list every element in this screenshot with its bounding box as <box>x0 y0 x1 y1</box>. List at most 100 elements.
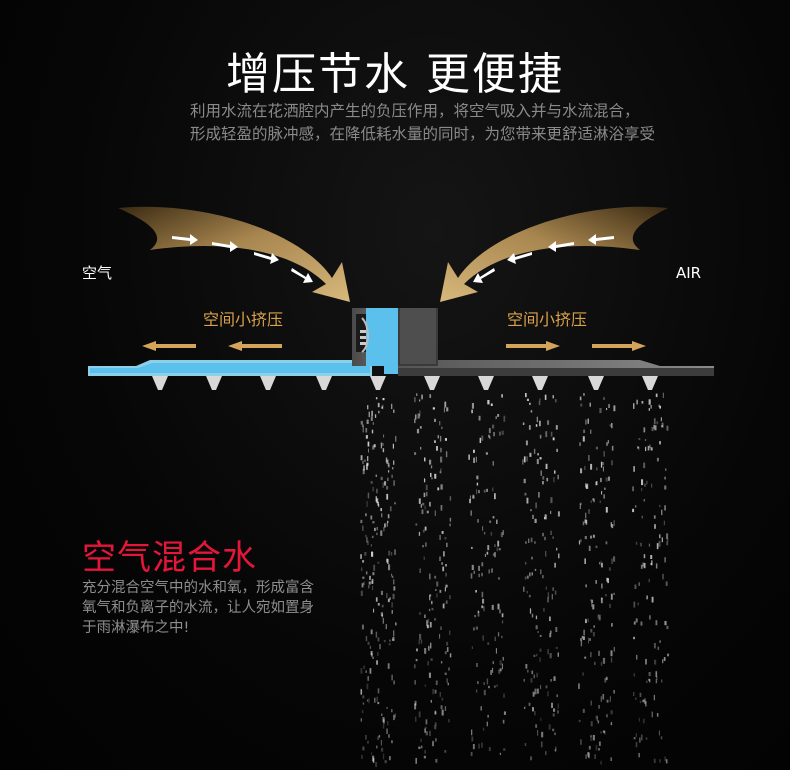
water-droplet <box>392 467 394 470</box>
water-droplet <box>440 705 443 710</box>
water-droplet <box>607 578 609 584</box>
water-droplet <box>444 750 447 753</box>
water-droplet <box>661 509 663 516</box>
water-droplet <box>415 659 418 662</box>
water-droplet <box>590 429 592 434</box>
water-droplet <box>552 437 555 441</box>
water-droplet <box>444 651 447 655</box>
water-droplet <box>420 745 423 749</box>
water-droplet <box>632 486 634 492</box>
water-droplet <box>650 555 653 559</box>
water-droplet <box>393 480 395 486</box>
water-droplet <box>643 698 646 704</box>
water-droplet <box>365 428 368 433</box>
water-droplet <box>532 691 535 697</box>
water-droplet <box>537 631 539 634</box>
water-droplet <box>606 577 609 582</box>
page-title: 增压节水 更便捷 <box>226 49 564 100</box>
water-droplet <box>371 552 374 557</box>
water-droplet <box>423 755 426 759</box>
water-droplet <box>665 468 667 471</box>
water-droplet <box>472 494 475 499</box>
water-droplet <box>371 535 374 539</box>
water-droplet <box>382 448 385 453</box>
water-droplet <box>555 746 557 752</box>
water-droplet <box>590 500 592 503</box>
water-droplet <box>422 545 424 548</box>
water-droplet <box>643 562 646 569</box>
water-droplet <box>590 735 592 742</box>
water-droplet <box>553 676 556 681</box>
water-droplet <box>579 442 581 446</box>
water-droplet <box>537 730 539 736</box>
water-droplet <box>370 481 373 484</box>
water-droplet <box>590 628 593 633</box>
water-droplet <box>635 697 637 700</box>
water-droplet <box>380 442 382 449</box>
water-droplet <box>482 526 484 531</box>
water-droplet <box>651 711 653 718</box>
water-droplet <box>638 438 641 441</box>
water-droplet <box>590 734 592 738</box>
water-droplet <box>535 724 538 728</box>
water-droplet <box>536 688 539 694</box>
water-droplet <box>376 488 378 494</box>
water-droplet <box>441 709 444 716</box>
water-droplet <box>437 487 439 491</box>
water-droplet <box>492 661 494 665</box>
water-droplet <box>472 744 475 750</box>
water-droplet <box>416 648 418 652</box>
water-droplet <box>543 608 545 612</box>
water-droplet <box>415 414 417 420</box>
water-droplet <box>613 556 616 562</box>
water-droplet <box>542 575 544 579</box>
water-droplet <box>611 558 613 564</box>
water-droplet <box>362 560 365 563</box>
water-droplet <box>440 661 443 664</box>
water-droplet <box>481 605 484 609</box>
water-droplet <box>551 702 553 708</box>
water-droplet <box>381 614 384 618</box>
water-droplet <box>606 408 608 411</box>
water-droplet <box>552 728 555 732</box>
water-droplet <box>592 498 594 501</box>
water-droplet <box>429 501 431 507</box>
water-droplet <box>584 519 587 523</box>
water-droplet <box>362 468 365 475</box>
water-droplet <box>585 512 587 519</box>
water-droplet <box>474 615 476 618</box>
water-droplet <box>633 673 635 677</box>
water-droplet <box>547 597 549 603</box>
water-droplet <box>544 517 546 520</box>
water-droplet <box>492 516 495 519</box>
water-droplet <box>388 564 391 571</box>
water-droplet <box>393 579 395 585</box>
water-droplet <box>486 721 488 727</box>
water-droplet <box>600 760 602 765</box>
water-droplet <box>394 549 396 555</box>
water-droplet <box>488 428 491 434</box>
water-droplet <box>599 408 602 414</box>
water-droplet <box>635 505 637 508</box>
water-droplet <box>661 425 664 428</box>
water-droplet <box>371 580 373 584</box>
water-droplet <box>430 642 432 649</box>
water-droplet <box>360 688 362 695</box>
water-droplet <box>426 624 430 629</box>
water-droplet <box>592 632 595 637</box>
water-droplet <box>613 520 615 526</box>
water-droplet <box>377 651 379 657</box>
water-droplet <box>602 730 605 733</box>
water-droplet <box>486 678 489 685</box>
water-droplet <box>605 477 608 482</box>
water-droplet <box>387 559 389 564</box>
water-droplet <box>380 590 383 595</box>
water-droplet <box>414 700 417 706</box>
water-droplet <box>441 531 444 534</box>
water-droplet <box>395 622 397 626</box>
water-droplet <box>368 448 369 453</box>
water-droplet <box>648 672 651 677</box>
water-droplet <box>449 523 451 527</box>
water-droplet <box>387 463 390 467</box>
water-droplet <box>429 622 432 628</box>
